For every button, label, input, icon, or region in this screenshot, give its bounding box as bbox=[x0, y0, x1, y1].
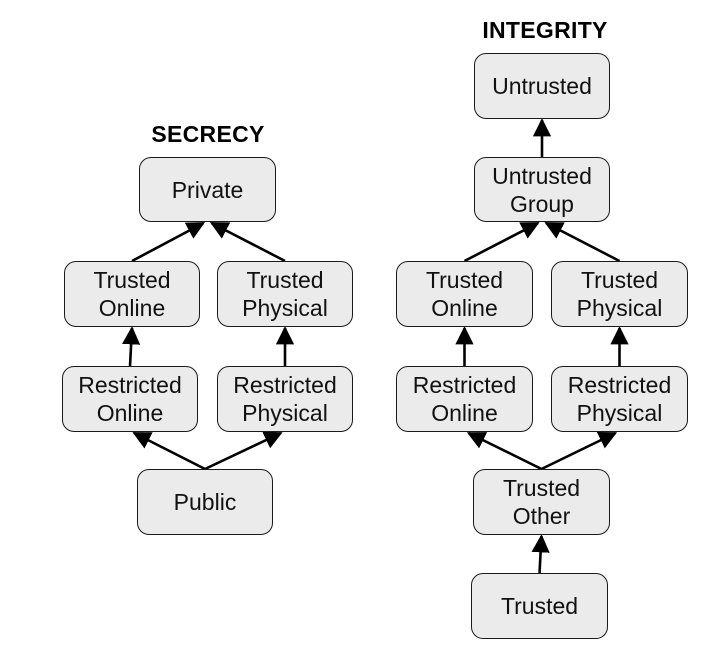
edge-arrow-integrity-trusted-to-trusted_other bbox=[531, 534, 550, 574]
integrity-node-untrusted: Untrusted bbox=[474, 53, 610, 119]
node-label: Restricted Online bbox=[78, 372, 182, 426]
integrity-node-trusted: Trusted bbox=[471, 573, 608, 639]
node-label: Restricted Physical bbox=[233, 372, 337, 426]
node-label: Trusted bbox=[500, 593, 579, 619]
secrecy-node-restricted-online: Restricted Online bbox=[62, 366, 198, 432]
node-label: Restricted Physical bbox=[567, 372, 672, 426]
edge-arrow-integrity-trusted_physical-to-untrusted_group bbox=[544, 221, 621, 263]
edge-arrow-secrecy-public-to-restricted_physical bbox=[204, 431, 283, 471]
secrecy-node-trusted-online: Trusted Online bbox=[64, 261, 200, 327]
node-label: Private bbox=[171, 176, 244, 203]
secrecy-title: SECRECY bbox=[151, 121, 265, 147]
node-label: Trusted Online bbox=[425, 267, 504, 321]
node-label: Trusted Physical bbox=[242, 267, 328, 321]
node-label: Restricted Online bbox=[412, 372, 517, 426]
edge-arrow-integrity-trusted_other-to-restricted_online bbox=[466, 431, 543, 471]
secrecy-node-private: Private bbox=[139, 157, 276, 222]
edge-arrow-secrecy-trusted_online-to-private bbox=[131, 221, 206, 263]
edge-arrow-secrecy-trusted_physical-to-private bbox=[209, 221, 286, 263]
integrity-node-trusted-physical: Trusted Physical bbox=[551, 261, 688, 327]
edge-arrow-integrity-trusted_other-to-restricted_physical bbox=[540, 431, 618, 471]
integrity-node-trusted-online: Trusted Online bbox=[396, 261, 533, 327]
node-label: Untrusted bbox=[492, 73, 592, 99]
node-label: Trusted Physical bbox=[576, 267, 663, 321]
integrity-node-untrusted-group: Untrusted Group bbox=[474, 157, 610, 222]
integrity-node-restricted-online: Restricted Online bbox=[396, 366, 533, 432]
secrecy-node-trusted-physical: Trusted Physical bbox=[217, 261, 353, 327]
edge-arrow-secrecy-restricted_online-to-trusted_online bbox=[122, 326, 141, 367]
node-label: Public bbox=[173, 489, 237, 515]
integrity-node-restricted-physical: Restricted Physical bbox=[551, 366, 688, 432]
node-label: Trusted Online bbox=[93, 267, 171, 321]
node-label: Trusted Other bbox=[502, 475, 581, 529]
edge-arrow-integrity-trusted_online-to-untrusted_group bbox=[463, 221, 540, 263]
integrity-title: INTEGRITY bbox=[482, 17, 608, 43]
integrity-node-trusted-other: Trusted Other bbox=[473, 469, 610, 535]
secrecy-node-public: Public bbox=[137, 469, 273, 535]
node-label: Untrusted Group bbox=[492, 162, 592, 217]
secrecy-node-restricted-physical: Restricted Physical bbox=[217, 366, 353, 432]
edge-arrow-secrecy-public-to-restricted_online bbox=[132, 431, 206, 471]
